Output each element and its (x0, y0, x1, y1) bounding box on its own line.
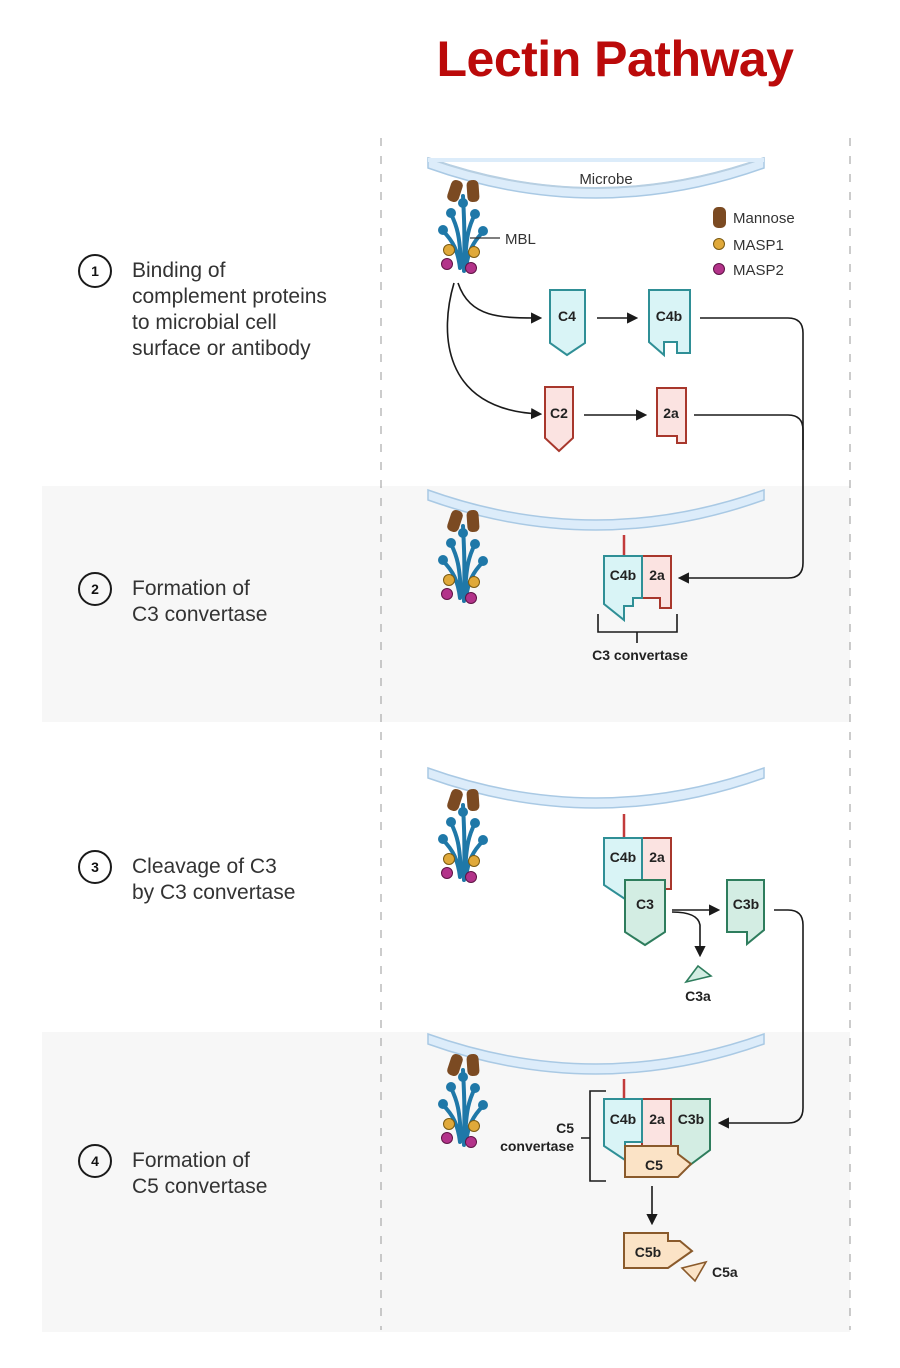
step-4-line: C5 convertase (132, 1175, 268, 1198)
c4b-label: C4b (610, 849, 636, 865)
c5b-protein (623, 1232, 694, 1269)
microbe-membrane (427, 488, 765, 531)
step-1-line: surface or antibody (132, 337, 311, 360)
legend: Mannose MASP1 MASP2 (713, 207, 795, 279)
c4b-label: C4b (610, 1111, 636, 1127)
step-1-line: Binding of (132, 259, 226, 282)
step-1-line: complement proteins (132, 285, 327, 308)
c4b-label: C4b (610, 567, 636, 583)
c5b-label: C5b (635, 1244, 661, 1260)
c2-label: C2 (550, 405, 568, 421)
step-2-number: 2 (78, 572, 112, 606)
c5-protein (624, 1145, 693, 1178)
microbe-label: Microbe (579, 171, 632, 188)
c5a-label: C5a (712, 1264, 738, 1280)
step-4-number: 4 (78, 1144, 112, 1178)
step-3-line: Cleavage of C3 (132, 855, 277, 878)
c4b-protein (603, 1098, 643, 1162)
c3b-label: C3b (733, 896, 759, 912)
mbl-molecule-icon (436, 785, 490, 885)
c4-protein (549, 289, 586, 357)
c2-protein (544, 386, 574, 453)
step-4-panel (42, 1032, 850, 1332)
step-1-line: to microbial cell (132, 311, 277, 334)
c2a-label: 2a (649, 1111, 665, 1127)
step-4: 4 Formation of C5 convertase (78, 1144, 267, 1200)
c5a-fragment (680, 1260, 708, 1283)
legend-mannose-label: Mannose (733, 210, 795, 227)
mbl-molecule-icon (436, 176, 490, 276)
mbl-molecule-icon (436, 1050, 490, 1150)
c5-convertase-label-line2: convertase (500, 1138, 574, 1154)
c3-label: C3 (636, 896, 654, 912)
c2a-protein (656, 387, 687, 444)
step-2-line: Formation of (132, 577, 250, 600)
step-3-number: 3 (78, 850, 112, 884)
step-2-panel (42, 486, 850, 722)
c5-label: C5 (645, 1157, 663, 1173)
c3a-fragment (684, 964, 713, 984)
c2a-label: 2a (663, 405, 679, 421)
c2a-label: 2a (649, 849, 665, 865)
c2a-label: 2a (649, 567, 665, 583)
masp1-icon (713, 238, 725, 250)
c3a-label: C3a (685, 988, 711, 1004)
c3-convertase-label: C3 convertase (592, 647, 688, 663)
c4-label: C4 (558, 308, 576, 324)
step-2-line: C3 convertase (132, 603, 268, 626)
mannose-icon (713, 207, 726, 228)
step-4-line: Formation of (132, 1149, 250, 1172)
c3b-protein (726, 879, 765, 947)
c5-convertase-label-line1: C5 (556, 1120, 574, 1136)
step-2-text: Formation of C3 convertase (132, 576, 267, 628)
c5-convertase-bracket (581, 1090, 606, 1182)
step-1: 1 Binding of complement proteins to micr… (78, 254, 327, 362)
c3b-label: C3b (678, 1111, 704, 1127)
mbl-molecule-icon (436, 506, 490, 606)
legend-masp2-label: MASP2 (733, 262, 784, 279)
c4b-label: C4b (656, 308, 682, 324)
step-4-text: Formation of C5 convertase (132, 1148, 267, 1200)
c3-protein (624, 879, 666, 947)
step-3-text: Cleavage of C3 by C3 convertase (132, 854, 295, 906)
c4b-protein (648, 289, 691, 358)
step-1-number: 1 (78, 254, 112, 288)
microbe-membrane (427, 1032, 765, 1075)
mbl-label: MBL (505, 231, 536, 248)
step-2: 2 Formation of C3 convertase (78, 572, 267, 628)
masp2-icon (713, 263, 725, 275)
legend-masp1-label: MASP1 (733, 237, 784, 254)
step-3-line: by C3 convertase (132, 881, 296, 904)
page-title: Lectin Pathway (436, 31, 795, 87)
microbe-membrane (427, 766, 765, 809)
step-3: 3 Cleavage of C3 by C3 convertase (78, 850, 295, 906)
c3-convertase-bracket (597, 614, 678, 643)
c4b-protein (603, 555, 643, 623)
step-1-text: Binding of complement proteins to microb… (132, 258, 327, 362)
